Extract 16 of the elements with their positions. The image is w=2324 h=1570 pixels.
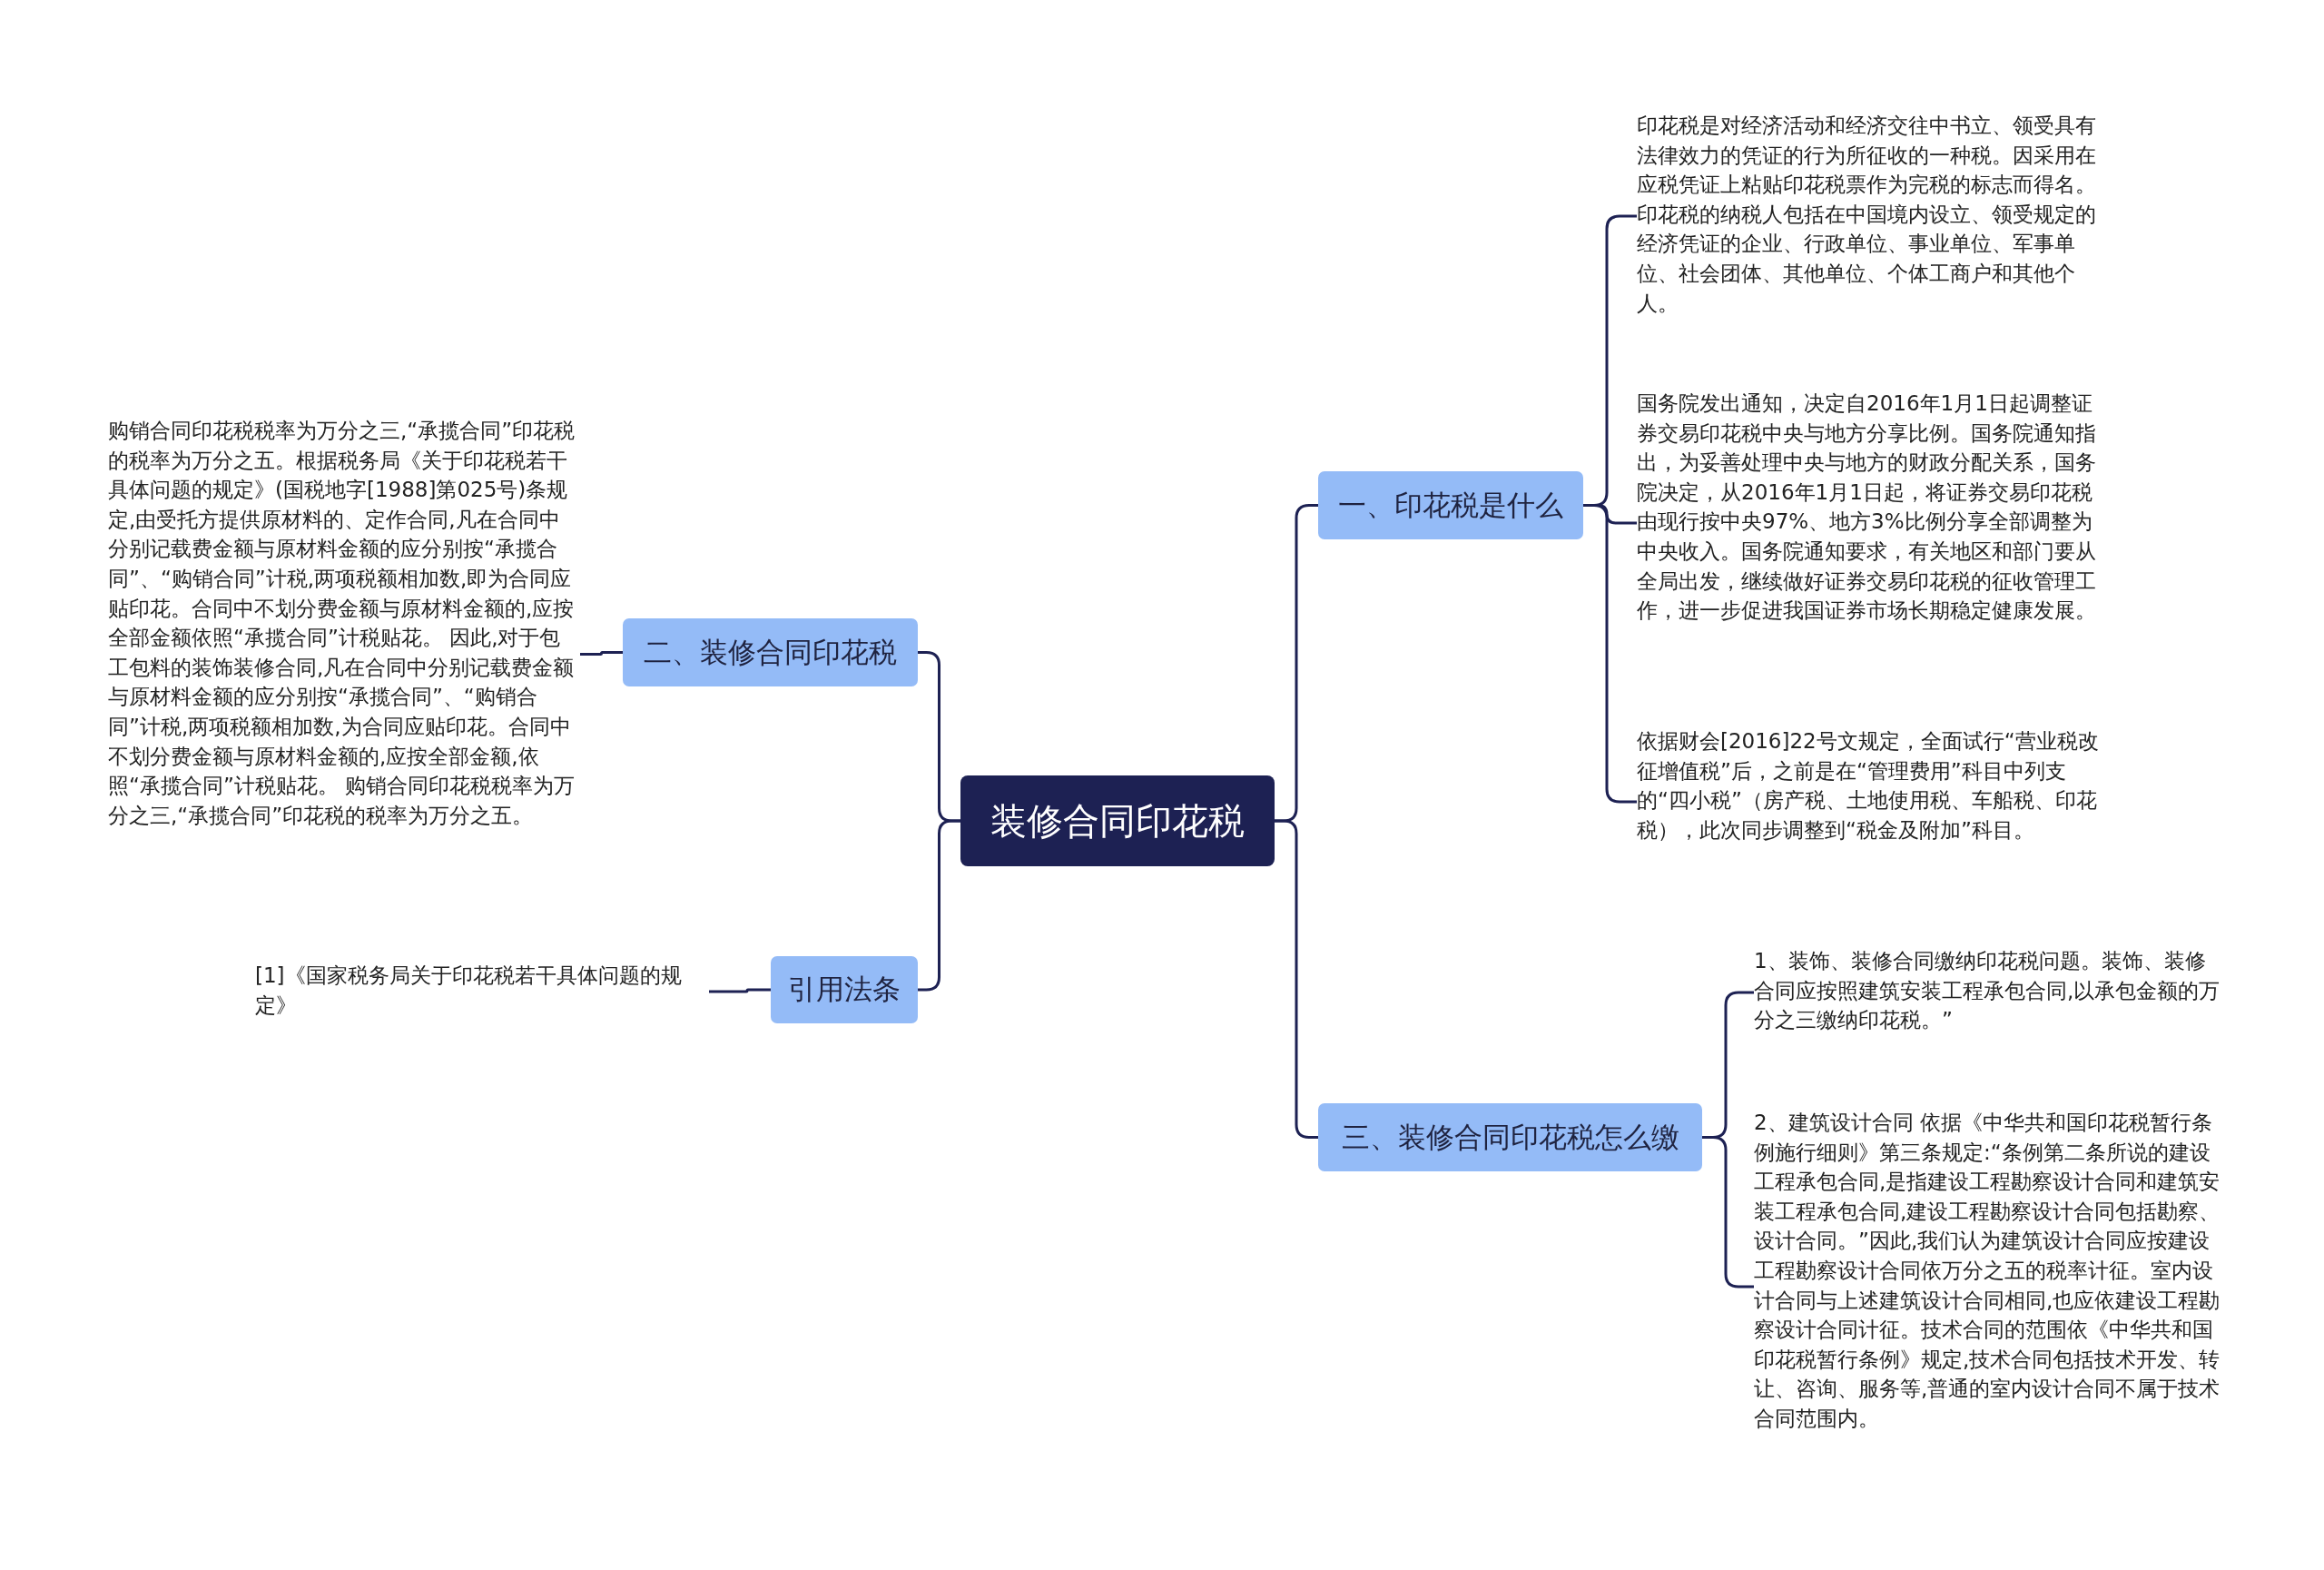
topic-box: 一、印花税是什么 <box>1318 471 1583 539</box>
connector-line <box>918 819 960 992</box>
note-text: 国务院发出通知，决定自2016年1月1日起调整证券交易印花税中央与地方分享比例。国务院通知指出，为妥善处理中央与地方的财政分配关系，国务院决定，从2016年1月1日起，将证券交易印花税由现行按中央97%、地方3%比例分享全部调整为中央收入。国务院通知要求，有关地区和部门要从全局出发，继续做好证券交易印花税的征收管理工作，进一步促进我国证券市场长期稳定健康发展。 <box>1637 389 2109 657</box>
connector-line <box>580 651 623 656</box>
connector-line <box>1275 819 1318 1139</box>
central-topic: 装修合同印花税 <box>960 775 1275 866</box>
connector-line <box>709 988 771 993</box>
note-text: 印花税是对经济活动和经济交往中书立、领受具有法律效力的凭证的行为所征收的一种税。因采用在应税凭证上粘贴印花税票作为完税的标志而得名。印花税的纳税人包括在中国境内设立、领受规定的经济凭证的企业、行政单位、事业单位、军事单位、社会团体、其他单位、个体工商户和其他个人。 <box>1637 111 2109 321</box>
topic-box: 引用法条 <box>771 956 918 1023</box>
note-text: 1、装饰、装修合同缴纳印花税问题。装饰、装修合同应按照建筑安装工程承包合同,以承包金额的万分之三缴纳印花税。” <box>1754 946 2226 1039</box>
note-text: 依据财会[2016]22号文规定，全面试行“营业税改征增值税”后，之前是在“管理费用”科目中列支的“四小税”（房产税、土地使用税、车船税、印花税），此次同步调整到“税金及附加”科目。 <box>1637 726 2109 877</box>
note-text: 购销合同印花税税率为万分之三,“承揽合同”印花税的税率为万分之五。根据税务局《关于印花税若干具体问题的规定》(国税地字[1988]第025号)条规定,由受托方提供原材料的、定作合同,凡在合同中分别记载费金额与原材料金额的应分别按“承揽合同”、“购销合同”计税,两项税额相加数,即为合同应贴印花。合同中不划分费金额与原材料金额的,应按全部金额依照“承揽合同”计税贴花。 因此,对于包工包料的装饰装修合同,凡在合同中分别记载费金额与原材料金额的应分别按“承揽合同”、“购销合同”计税,两项税额相加数,为合同应贴印花。合同中不划分费金额与原材料金额的,应按全部金额,依照“承揽合同”计税贴花。 购销合同印花税税率为万分之三,“承揽合同”印花税的税率为万分之五。 <box>108 416 580 893</box>
note-text: [1]《国家税务局关于印花税若干具体问题的规定》 <box>255 961 709 1022</box>
topic-box: 二、装修合同印花税 <box>623 618 918 686</box>
note-text: 2、建筑设计合同 依据《中华共和国印花税暂行条例施行细则》第三条规定:“条例第二条所说的建设工程承包合同,是指建设工程勘察设计合同和建筑安装工程承包合同,建设工程勘察设计合同包括勘察、设计合同。”因此,我们认为建筑设计合同应按建设工程勘察设计合同依万分之五的税率计征。室内设计合同与上述建筑设计合同相同,也应依建设工程勘察设计合同计征。技术合同的范围依《中华共和国印花税暂行条例》规定,技术合同包括技术开发、转让、咨询、服务等,普通的室内设计合同不属于技术合同范围内。 <box>1754 1108 2226 1466</box>
topic-box: 三、装修合同印花税怎么缴 <box>1318 1103 1702 1171</box>
